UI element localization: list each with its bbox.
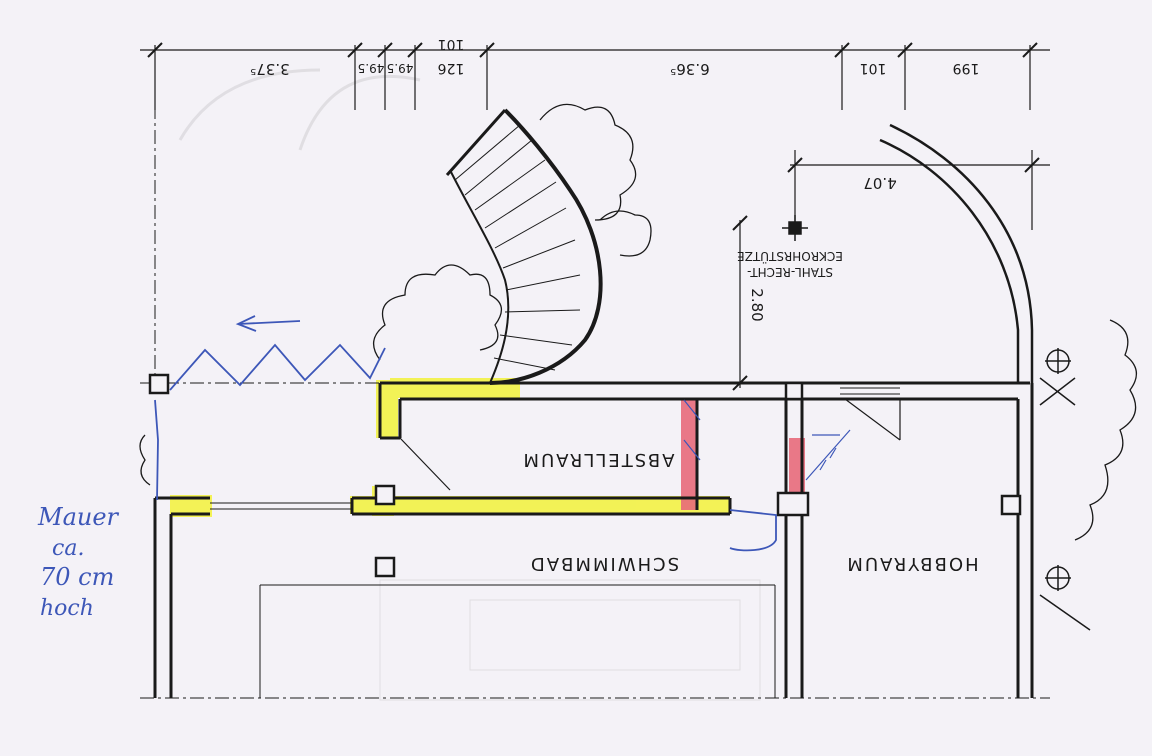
dimension-vertical xyxy=(732,215,748,391)
dim-label-1: 3.37⁵ xyxy=(250,60,289,78)
dim-label-7: 101 xyxy=(860,60,887,76)
hand-note-line1: Mauer xyxy=(37,503,120,531)
column-note-line2: ECKROHRSTÜTZE xyxy=(737,249,843,265)
room-label-pool: SCHWIMMBAD xyxy=(529,553,679,574)
hatch-marks xyxy=(683,399,851,481)
dimension-line-top xyxy=(140,42,1050,110)
dim-label-5: 101 xyxy=(438,36,465,52)
column-note-line1: STAHL-RECHT- xyxy=(747,265,833,279)
downpipe-symbols xyxy=(1039,348,1091,631)
hand-note-line3: 70 cm xyxy=(40,563,114,591)
dimension-labels: 3.37⁵ 49.5 49.5 126 101 6.36⁵ 101 199 xyxy=(250,36,979,78)
axis-lines xyxy=(140,80,1050,699)
room-label-hobby: HOBBYRAUM xyxy=(845,553,978,574)
pillars xyxy=(148,373,1022,578)
dim-vertical-label: 2.80 xyxy=(748,288,766,321)
handwritten-note: Mauer ca. 70 cm hoch xyxy=(37,503,120,621)
curved-outer-wall xyxy=(879,123,1034,383)
walls xyxy=(153,381,1034,698)
dim-label-3: 49.5 xyxy=(387,61,414,75)
blue-pen-markings xyxy=(154,315,777,552)
window-lines xyxy=(210,387,900,698)
dim-curve-label: 4.07 xyxy=(863,174,896,192)
curved-staircase xyxy=(445,108,603,385)
dim-label-2: 49.5 xyxy=(358,61,385,75)
door-swing xyxy=(399,398,901,491)
dim-label-8: 199 xyxy=(953,60,980,76)
steel-column-symbol xyxy=(782,215,808,241)
hand-note-line2: ca. xyxy=(52,536,84,561)
shrubs xyxy=(139,103,1137,541)
hand-note-line4: hoch xyxy=(40,596,94,621)
dim-label-4: 126 xyxy=(438,60,465,76)
dimension-curve xyxy=(787,150,1050,230)
room-label-storage: ABSTELLRAUM xyxy=(522,449,675,470)
ghost-background xyxy=(178,68,761,701)
dim-label-6: 6.36⁵ xyxy=(670,60,709,78)
